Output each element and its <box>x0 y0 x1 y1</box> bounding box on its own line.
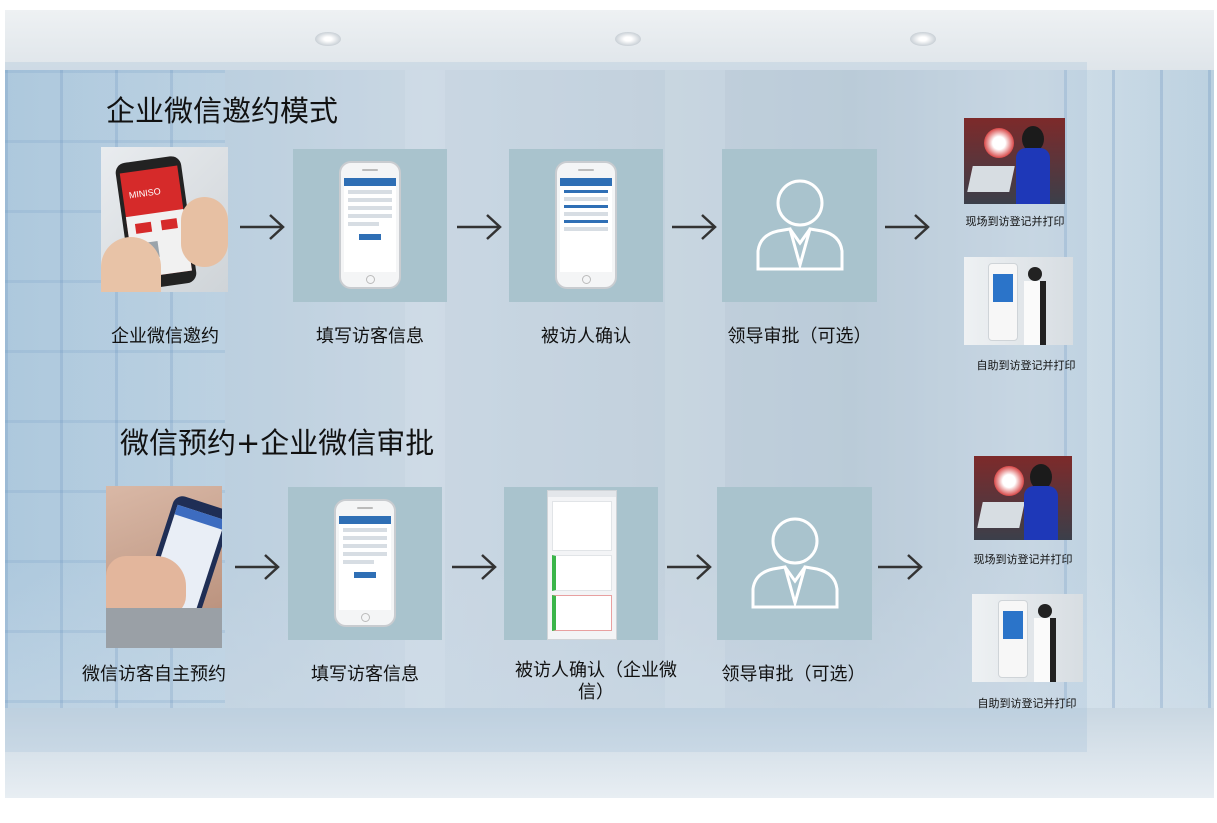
arrow-icon <box>457 214 502 240</box>
fill-form-tile <box>288 487 442 640</box>
leader-approval-tile <box>717 487 872 640</box>
step-label: 填写访客信息 <box>316 326 424 347</box>
step-label: 领导审批（可选） <box>727 326 872 347</box>
wechat-booking-photo <box>106 486 222 648</box>
arrow-icon <box>878 554 923 580</box>
leader-approval-tile <box>722 149 877 302</box>
ceiling-lamp <box>615 32 641 46</box>
step-label: 被访人确认（企业微 信） <box>515 660 677 703</box>
ceiling-lamp <box>910 32 936 46</box>
section-title: 企业微信邀约模式 <box>106 94 339 128</box>
window-right <box>1064 70 1214 770</box>
section-title: 微信预约+企业微信审批 <box>120 426 435 460</box>
output-label: 自助到访登记并打印 <box>976 359 1076 372</box>
floor <box>5 708 1214 798</box>
phone-mockup <box>334 499 396 627</box>
ceiling-lamp <box>315 32 341 46</box>
fill-form-tile <box>293 149 447 302</box>
brand-text: MINISO <box>128 186 162 201</box>
person-icon <box>756 179 844 271</box>
step-label: 领导审批（可选） <box>721 664 866 685</box>
kiosk-photo <box>972 594 1083 682</box>
arrow-icon <box>452 554 497 580</box>
invite-phone-photo: MINISO <box>101 147 228 292</box>
step-label: 被访人确认 <box>541 326 631 347</box>
reception-photo <box>964 118 1065 204</box>
output-label: 自助到访登记并打印 <box>977 697 1077 710</box>
host-confirm-wecom-tile <box>504 487 658 640</box>
reception-photo <box>974 456 1072 540</box>
arrow-icon <box>667 554 712 580</box>
arrow-icon <box>235 554 280 580</box>
person-icon <box>751 517 839 609</box>
phone-mockup <box>555 161 617 289</box>
kiosk-photo <box>964 257 1073 345</box>
ceiling <box>5 10 1214 70</box>
step-label: 微信访客自主预约 <box>82 664 226 685</box>
arrow-icon <box>240 214 285 240</box>
step-label: 填写访客信息 <box>311 664 419 685</box>
phone-mockup <box>339 161 401 289</box>
output-label: 现场到访登记并打印 <box>973 553 1073 566</box>
output-label: 现场到访登记并打印 <box>965 215 1065 228</box>
step-label: 企业微信邀约 <box>111 326 219 347</box>
wecom-chat-screenshot <box>547 490 617 640</box>
host-confirm-tile <box>509 149 663 302</box>
arrow-icon <box>885 214 930 240</box>
arrow-icon <box>672 214 717 240</box>
pillar <box>665 70 725 760</box>
